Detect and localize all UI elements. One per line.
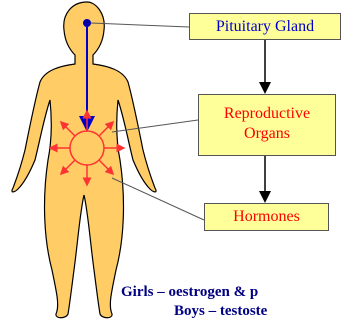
hormones-label: Hormones — [233, 208, 300, 225]
connector-hormones — [112, 178, 204, 220]
pituitary-gland-box: Pituitary Gland — [189, 13, 341, 40]
human-body-silhouette — [12, 2, 156, 318]
pituitary-gland-label: Pituitary Gland — [216, 18, 314, 35]
boys-caption: Boys – testoste — [174, 303, 267, 320]
reproductive-label: Reproductive — [199, 104, 335, 124]
organs-label: Organs — [199, 124, 335, 144]
connector-pituitary — [91, 23, 189, 27]
reproductive-organs-box: Reproductive Organs — [198, 94, 336, 156]
girls-caption: Girls – oestrogen & p — [121, 284, 258, 301]
hormones-box: Hormones — [204, 203, 329, 231]
